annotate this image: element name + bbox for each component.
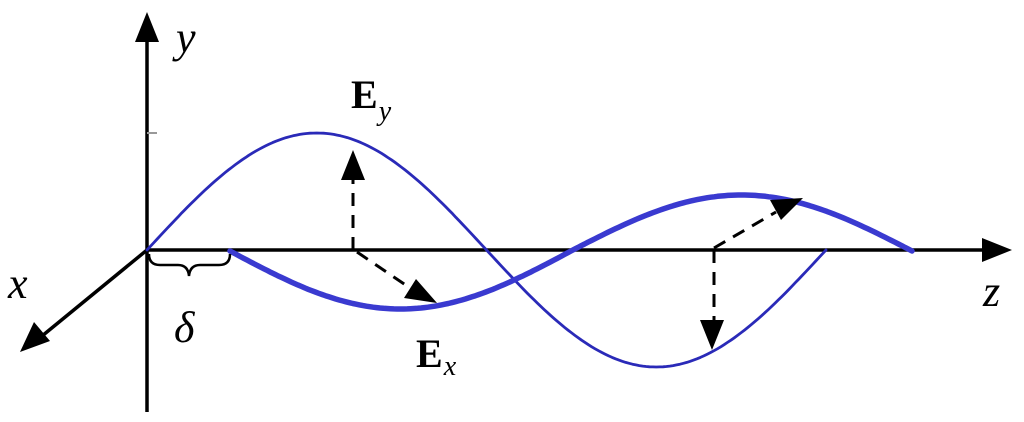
ex-label-main: E [416, 331, 443, 376]
ey-field-arrowhead [341, 150, 365, 180]
ex-wave [227, 192, 915, 312]
ex-field-arrowhead [404, 279, 437, 303]
ey-wave [145, 131, 828, 369]
z-axis [147, 238, 1012, 262]
ey-label-main: E [351, 72, 378, 117]
delta-label: δ [174, 303, 196, 352]
ex-field-arrow-back [713, 198, 803, 250]
y-axis [135, 12, 159, 412]
ey-label: Ey [351, 72, 392, 127]
ex-field-arrowhead-back [770, 198, 803, 220]
x-axis [20, 248, 149, 352]
delta-brace [147, 253, 232, 277]
z-axis-arrowhead [982, 238, 1012, 262]
x-axis-arrowhead [20, 322, 50, 352]
z-axis-label: z [982, 267, 1000, 316]
y-axis-arrowhead [135, 12, 159, 42]
x-axis-label: x [7, 259, 28, 308]
ey-field-arrowhead-down [700, 320, 724, 350]
ex-field-arrow [356, 250, 437, 303]
y-axis-label: y [172, 13, 196, 62]
ex-label-sub: x [443, 351, 457, 382]
ex-label: Ex [416, 331, 457, 382]
ey-label-sub: y [376, 96, 392, 127]
ey-field-arrow [341, 150, 365, 250]
ey-field-arrow-down [700, 250, 724, 350]
